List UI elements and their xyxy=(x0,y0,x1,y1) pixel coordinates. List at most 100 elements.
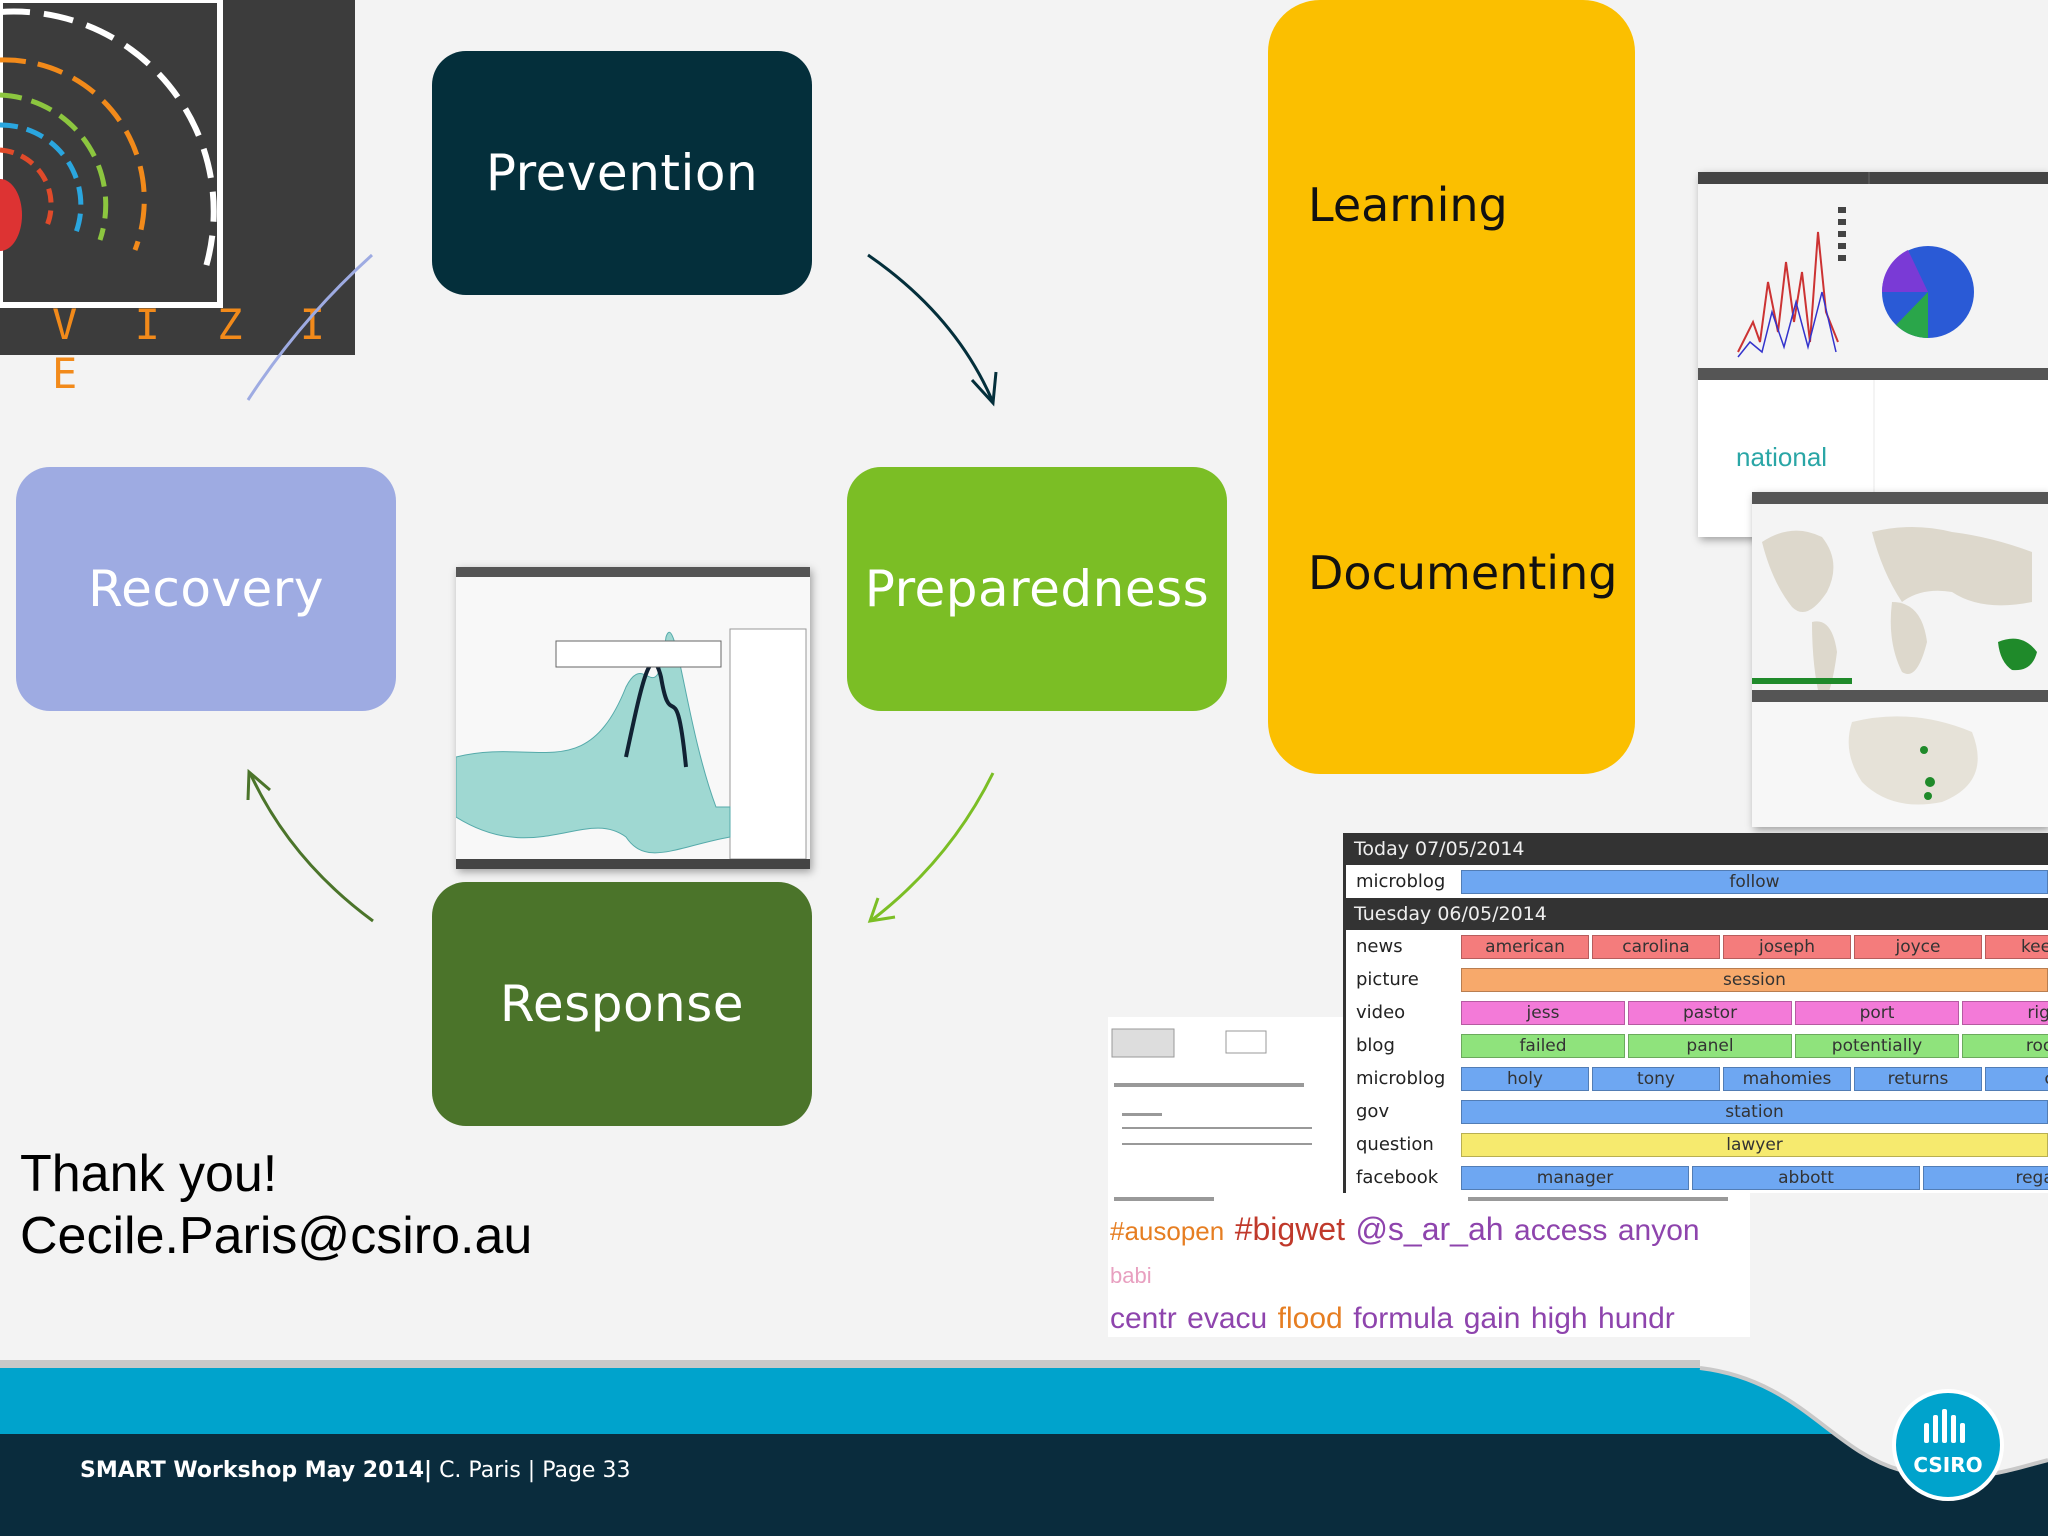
timeline-topic-cell[interactable]: panel xyxy=(1628,1033,1792,1058)
csiro-logo-bars-icon xyxy=(1924,1409,1965,1443)
timeline-topic-cell[interactable]: mahomies xyxy=(1723,1066,1851,1091)
timeline-topic-cell[interactable]: potentially xyxy=(1795,1033,1959,1058)
footer-text: SMART Workshop May 2014| C. Paris | Page… xyxy=(80,1458,630,1483)
arrow-response-to-recovery xyxy=(248,772,374,923)
word-gain[interactable]: gain xyxy=(1463,1302,1521,1335)
timeline-topic-cell[interactable]: pastor xyxy=(1628,1000,1792,1025)
timeline-topic-cell[interactable]: session xyxy=(1461,967,2048,992)
word-evacu[interactable]: evacu xyxy=(1187,1302,1268,1335)
response-label: Response xyxy=(499,975,745,1033)
timeline-topic-cell[interactable]: failed xyxy=(1461,1033,1625,1058)
timeline-topic-cell[interactable]: manager xyxy=(1461,1165,1689,1190)
timeline-category: microblog xyxy=(1356,871,1446,892)
timeline-topic-cell[interactable]: righ xyxy=(1962,1000,2048,1025)
timeline-topic-cell[interactable]: c xyxy=(1985,1066,2048,1091)
timeline-topic-cell[interactable]: american xyxy=(1461,934,1589,959)
streamgraph-image xyxy=(456,577,810,869)
timeline-cells: jesspastorportrigh xyxy=(1461,1000,2048,1025)
timeline-category: facebook xyxy=(1356,1167,1439,1188)
timeline-row: question lawyer xyxy=(1346,1128,2048,1161)
timeline-row: picture session xyxy=(1346,963,2048,996)
thank-you-line: Thank you! xyxy=(20,1145,278,1203)
timeline-topic-cell[interactable]: carolina xyxy=(1592,934,1720,959)
timeline-topic-cell[interactable]: keelen xyxy=(1985,934,2048,959)
timeline-topic-cell[interactable]: lawyer xyxy=(1461,1132,2048,1157)
timeline-topic-cell[interactable]: joseph xyxy=(1723,934,1851,959)
map-image xyxy=(1752,492,2048,827)
timeline-topic-cell[interactable]: abbott xyxy=(1692,1165,1920,1190)
footer-page: Page 33 xyxy=(535,1458,631,1483)
contact-email: Cecile.Paris@csiro.au xyxy=(20,1207,533,1265)
footer-event: SMART Workshop May 2014| xyxy=(80,1458,433,1483)
word-anyon[interactable]: anyon xyxy=(1617,1214,1700,1247)
dashboard-image xyxy=(1698,172,2048,537)
timeline-cells: holytonymahomiesreturnsc xyxy=(1461,1066,2048,1091)
timeline-row: microblog holytonymahomiesreturnsc xyxy=(1346,1062,2048,1095)
timeline-topic-cell[interactable]: holy xyxy=(1461,1066,1589,1091)
vizie-logo: V I Z I E xyxy=(0,0,355,398)
recovery-box: Recovery xyxy=(16,467,396,711)
timeline-category: video xyxy=(1356,1002,1406,1023)
timeline-cells: session xyxy=(1461,967,2048,992)
timeline-cells: americancarolinajosephjoycekeelen xyxy=(1461,934,2048,959)
word-babi[interactable]: babi xyxy=(1110,1263,1152,1288)
timeline-category: picture xyxy=(1356,969,1419,990)
arrow-prevention-to-preparedness xyxy=(867,253,994,401)
timeline-topic-cell[interactable]: jess xyxy=(1461,1000,1625,1025)
map-screenshot xyxy=(1752,492,2048,827)
word-ausopen[interactable]: #ausopen xyxy=(1110,1216,1225,1246)
word-hundr[interactable]: hundr xyxy=(1598,1302,1675,1335)
timeline-topic-cell[interactable]: joyce xyxy=(1854,934,1982,959)
word-centr[interactable]: centr xyxy=(1110,1302,1177,1335)
timeline-cells: station xyxy=(1461,1099,2048,1124)
footer-author: C. Paris | xyxy=(432,1458,536,1483)
streamgraph-screenshot xyxy=(456,567,810,869)
timeline-topic-cell[interactable]: tony xyxy=(1592,1066,1720,1091)
topic-timeline: Today 07/05/2014 microblog follow Tuesday… xyxy=(1343,833,2048,1193)
timeline-category: microblog xyxy=(1356,1068,1446,1089)
timeline-header-tuesday: Tuesday 06/05/2014 xyxy=(1346,898,2048,930)
timeline-category: blog xyxy=(1356,1035,1395,1056)
timeline-row: gov station xyxy=(1346,1095,2048,1128)
timeline-topic-cell[interactable]: regal xyxy=(1923,1165,2048,1190)
word-flood[interactable]: flood xyxy=(1277,1302,1343,1335)
timeline-row: microblog follow xyxy=(1346,865,2048,898)
thank-you-note: Thank you! Cecile.Paris@csiro.au xyxy=(20,1143,532,1267)
preparedness-box: Preparedness xyxy=(847,467,1227,711)
word-s-ar-ah[interactable]: @s_ar_ah xyxy=(1355,1211,1504,1247)
preparedness-label: Preparedness xyxy=(864,560,1210,618)
arrow-preparedness-to-response xyxy=(871,772,995,922)
timeline-cells: lawyer xyxy=(1461,1132,2048,1157)
timeline-cells: follow xyxy=(1461,869,2048,894)
csiro-logo: CSIRO xyxy=(1892,1389,2004,1501)
csiro-logo-text: CSIRO xyxy=(1913,1453,1983,1477)
word-high[interactable]: high xyxy=(1530,1302,1588,1335)
word-cloud-line-2: centr evacu flood formula gain high hund… xyxy=(1110,1299,1750,1337)
footer-band xyxy=(0,1360,2048,1536)
cycle-arrows xyxy=(246,253,998,923)
prevention-box: Prevention xyxy=(432,51,812,295)
prevention-label: Prevention xyxy=(485,144,759,202)
timeline-category: gov xyxy=(1356,1101,1390,1122)
word-bigwet[interactable]: #bigwet xyxy=(1234,1211,1345,1247)
timeline-category: question xyxy=(1356,1134,1434,1155)
dashboard-word-national: national xyxy=(1736,442,1828,472)
timeline-row: blog failedpanelpotentiallyroos xyxy=(1346,1029,2048,1062)
documenting-label: Documenting xyxy=(1308,546,1618,600)
word-cloud: #ausopen #bigwet @s_ar_ah access anyon b… xyxy=(1110,1209,1750,1337)
timeline-category: news xyxy=(1356,936,1403,957)
timeline-topic-cell[interactable]: port xyxy=(1795,1000,1959,1025)
response-box: Response xyxy=(432,882,812,1126)
timeline-header-today: Today 07/05/2014 xyxy=(1346,833,2048,865)
recovery-label: Recovery xyxy=(88,560,324,618)
timeline-topic-cell[interactable]: follow xyxy=(1461,869,2048,894)
alerts-form-image xyxy=(1111,1028,1728,1201)
arrow-recovery-to-prevention xyxy=(246,253,374,401)
learning-label: Learning xyxy=(1308,178,1508,232)
word-formula[interactable]: formula xyxy=(1353,1302,1454,1335)
timeline-row: news americancarolinajosephjoycekeelen xyxy=(1346,930,2048,963)
timeline-topic-cell[interactable]: station xyxy=(1461,1099,2048,1124)
timeline-topic-cell[interactable]: returns xyxy=(1854,1066,1982,1091)
word-access[interactable]: access xyxy=(1514,1214,1608,1247)
timeline-topic-cell[interactable]: roos xyxy=(1962,1033,2048,1058)
